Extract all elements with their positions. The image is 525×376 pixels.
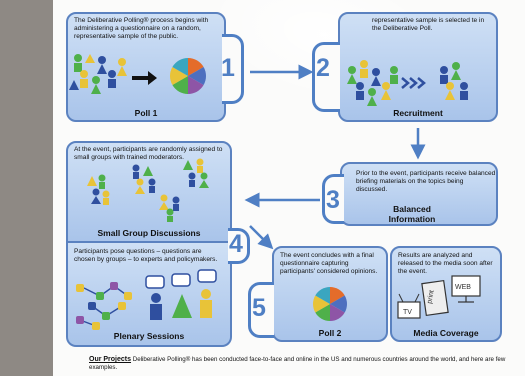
poll2-pie-icon — [313, 287, 347, 321]
small-groups-icon — [87, 158, 209, 222]
small-group-title: Small Group Discussions — [97, 228, 201, 238]
poll1-text: The Deliberative Polling® process begins… — [74, 17, 209, 40]
print-icon: print — [421, 279, 449, 317]
experts-icon — [150, 289, 212, 320]
pie-slice — [172, 58, 188, 76]
balanced-panel: Prior to the event, participants receive… — [340, 162, 498, 226]
step2-bracket — [312, 42, 340, 112]
print-label: print — [426, 290, 435, 305]
footer-heading: Our Projects — [89, 356, 132, 363]
pie-slice — [188, 76, 204, 94]
recruitment-text: representative sample is selected te in … — [372, 17, 485, 32]
poll2-panel: The event concludes with a final questio… — [272, 246, 388, 342]
poll1-pie-icon — [170, 58, 206, 94]
media-title: Media Coverage — [413, 328, 479, 338]
pie-slice — [188, 58, 204, 76]
balanced-title-line2: Information — [388, 214, 436, 224]
recruitment-crowd-icon — [347, 60, 398, 106]
pie-slice — [315, 304, 330, 321]
poll1-arrow-icon — [132, 71, 157, 85]
pie-slice — [330, 287, 345, 304]
step-number-1: 1 — [221, 54, 235, 82]
speech-bubbles-icon — [145, 269, 217, 289]
step-number-3: 3 — [326, 186, 340, 214]
small-group-text: At the event, participants are randomly … — [74, 146, 223, 161]
recruitment-title: Recruitment — [393, 108, 443, 118]
step-number-4: 4 — [229, 230, 243, 258]
step4-bracket — [228, 228, 250, 264]
balanced-title-line1: Balanced — [393, 204, 431, 214]
step5-bracket — [248, 282, 274, 338]
pie-slice — [188, 67, 206, 85]
footer-text: Our Projects Deliberative Polling® has b… — [89, 356, 519, 372]
chevron-arrows-icon — [401, 77, 426, 89]
poll1-crowd-icon — [69, 54, 127, 94]
poll1-title: Poll 1 — [134, 108, 158, 118]
poll2-text: The event concludes with a final questio… — [280, 252, 378, 275]
web-label: WEB — [455, 284, 471, 291]
web-icon: WEB — [451, 275, 481, 303]
pie-slice — [330, 295, 347, 313]
poll2-title: Poll 2 — [318, 328, 342, 338]
media-text: Results are analyzed and released to the… — [398, 252, 493, 275]
pie-slice — [172, 76, 188, 94]
plenary-text: Participants pose questions – questions … — [74, 248, 218, 263]
plenary-title: Plenary Sessions — [113, 331, 185, 341]
plenary-people-icon — [76, 282, 132, 330]
step-number-5: 5 — [252, 294, 266, 322]
pie-slice — [330, 304, 345, 321]
balanced-text: Prior to the event, participants receive… — [356, 170, 496, 193]
pie-slice — [170, 67, 188, 85]
pie-slice — [315, 287, 330, 304]
recruitment-sample-icon — [440, 62, 468, 100]
footer-body: Deliberative Polling® has been conducted… — [89, 356, 506, 371]
step3-bracket — [322, 174, 344, 224]
tv-label: TV — [403, 309, 412, 316]
step1-bracket — [222, 34, 244, 104]
pie-slice — [313, 295, 330, 313]
step-number-2: 2 — [316, 54, 330, 82]
arrow-groups-to-poll2 — [249, 225, 274, 250]
tv-icon: TV — [397, 293, 421, 319]
